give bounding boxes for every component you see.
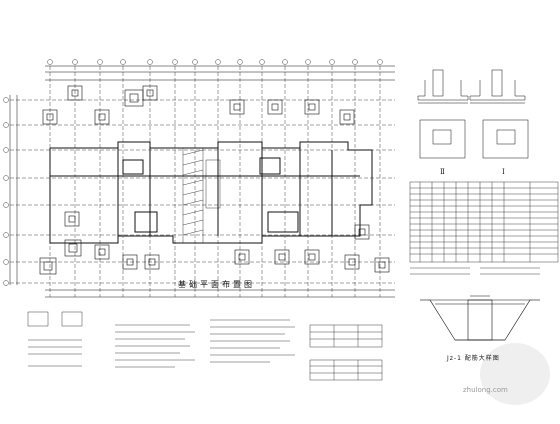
bottom-left-details bbox=[27, 311, 383, 381]
section-label-left: Ⅱ bbox=[440, 168, 445, 176]
stair-core bbox=[182, 147, 221, 244]
left-dimension-lines bbox=[9, 95, 18, 285]
trapezoid-footing-detail bbox=[420, 295, 540, 341]
watermark-text: zhulong.com bbox=[463, 386, 508, 394]
section-label-right: Ⅰ bbox=[502, 168, 505, 176]
vertical-grid-lines bbox=[49, 66, 381, 297]
plan-title: 基础平面布置图 bbox=[178, 280, 255, 289]
horizontal-grid-lines bbox=[10, 99, 395, 284]
detail-title: Jz-1 配筋大样图 bbox=[447, 355, 500, 362]
watermark-logo bbox=[480, 343, 550, 405]
general-notes bbox=[28, 267, 540, 368]
bottom-dimension-lines bbox=[45, 289, 395, 298]
section-detail-top bbox=[417, 69, 526, 104]
grid-bubbles-left bbox=[3, 97, 9, 286]
grid-bubbles-top bbox=[47, 59, 383, 65]
footing-schedule-table bbox=[409, 181, 559, 263]
building-outline bbox=[49, 141, 373, 244]
pad-footings bbox=[39, 85, 390, 275]
plan-detail-boxes bbox=[419, 119, 529, 159]
top-dimension-lines bbox=[45, 65, 395, 81]
